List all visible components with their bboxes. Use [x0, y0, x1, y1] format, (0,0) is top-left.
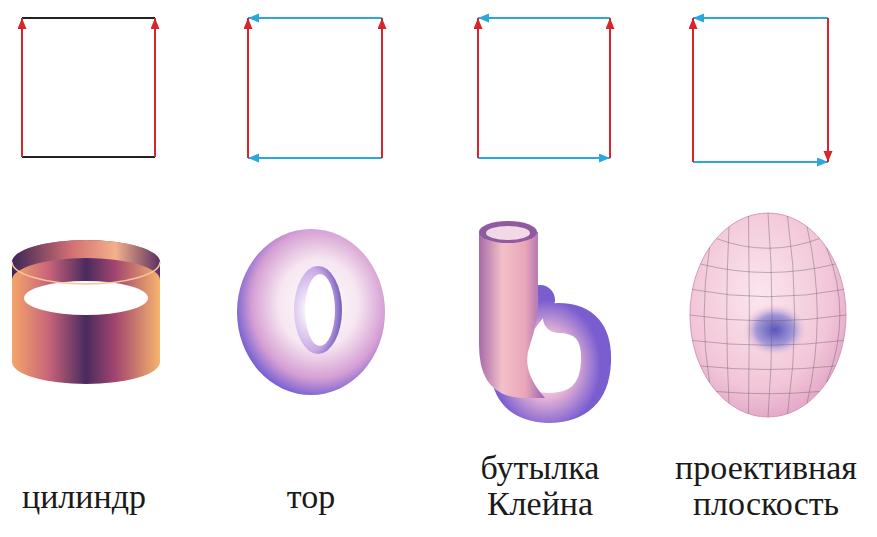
- surface-part: [12, 240, 160, 280]
- grid-line: [748, 216, 750, 414]
- surface-part: [477, 18, 479, 158]
- surface-part: [248, 157, 382, 159]
- surface-part: [479, 232, 545, 398]
- grid-line: [807, 227, 817, 404]
- grid-line: [716, 392, 819, 394]
- surface-part: [154, 18, 156, 157]
- surface-part: [248, 17, 382, 19]
- surface-part: [534, 342, 562, 382]
- square-torus: [248, 18, 382, 158]
- surface-part: [381, 18, 383, 158]
- surface-part: [609, 18, 611, 158]
- surface-part: [12, 262, 160, 284]
- surface-part: [12, 240, 160, 384]
- grid-line: [700, 366, 835, 370]
- torus-surface: [237, 229, 385, 395]
- surface-part: [693, 17, 828, 19]
- surface-part: [24, 281, 148, 315]
- surface-label: проективная плоскость: [661, 450, 871, 521]
- surface-part: [478, 157, 610, 159]
- grid-line: [827, 248, 840, 383]
- surface-part: [237, 229, 385, 395]
- surface-part: [21, 18, 23, 157]
- surface-part: [692, 18, 694, 162]
- grid-line: [716, 239, 819, 249]
- surface-part: [827, 18, 829, 162]
- klein-bottle-surface: [479, 221, 596, 408]
- surface-part: [743, 304, 807, 356]
- grid-line: [700, 264, 835, 273]
- surface-part: [690, 213, 846, 417]
- grid-line: [692, 341, 843, 346]
- surface-label: бутылка Клейна: [460, 450, 620, 521]
- projective-plane-surface: [690, 213, 846, 417]
- grid-line: [690, 315, 846, 321]
- grid-line: [788, 216, 795, 414]
- surface-part: [22, 17, 155, 19]
- square-projective: [693, 18, 828, 162]
- grid-line: [704, 248, 709, 383]
- surface-label: цилиндр: [4, 479, 164, 515]
- grid-line: [692, 290, 843, 297]
- surface-part: [294, 266, 342, 354]
- surface-part: [690, 213, 846, 417]
- surface-part: [479, 221, 537, 243]
- surface-part: [22, 156, 155, 158]
- surface-part: [247, 18, 249, 158]
- surface-part: [486, 226, 530, 240]
- surface-part: [693, 161, 828, 163]
- grid-line: [768, 213, 772, 417]
- surface-part: [478, 17, 610, 19]
- square-klein: [478, 18, 610, 158]
- square-cylinder: [22, 18, 155, 157]
- surface-part: [305, 274, 335, 346]
- grid-line: [727, 227, 729, 404]
- surface-label: тор: [231, 479, 391, 515]
- cylinder-surface: [12, 240, 160, 384]
